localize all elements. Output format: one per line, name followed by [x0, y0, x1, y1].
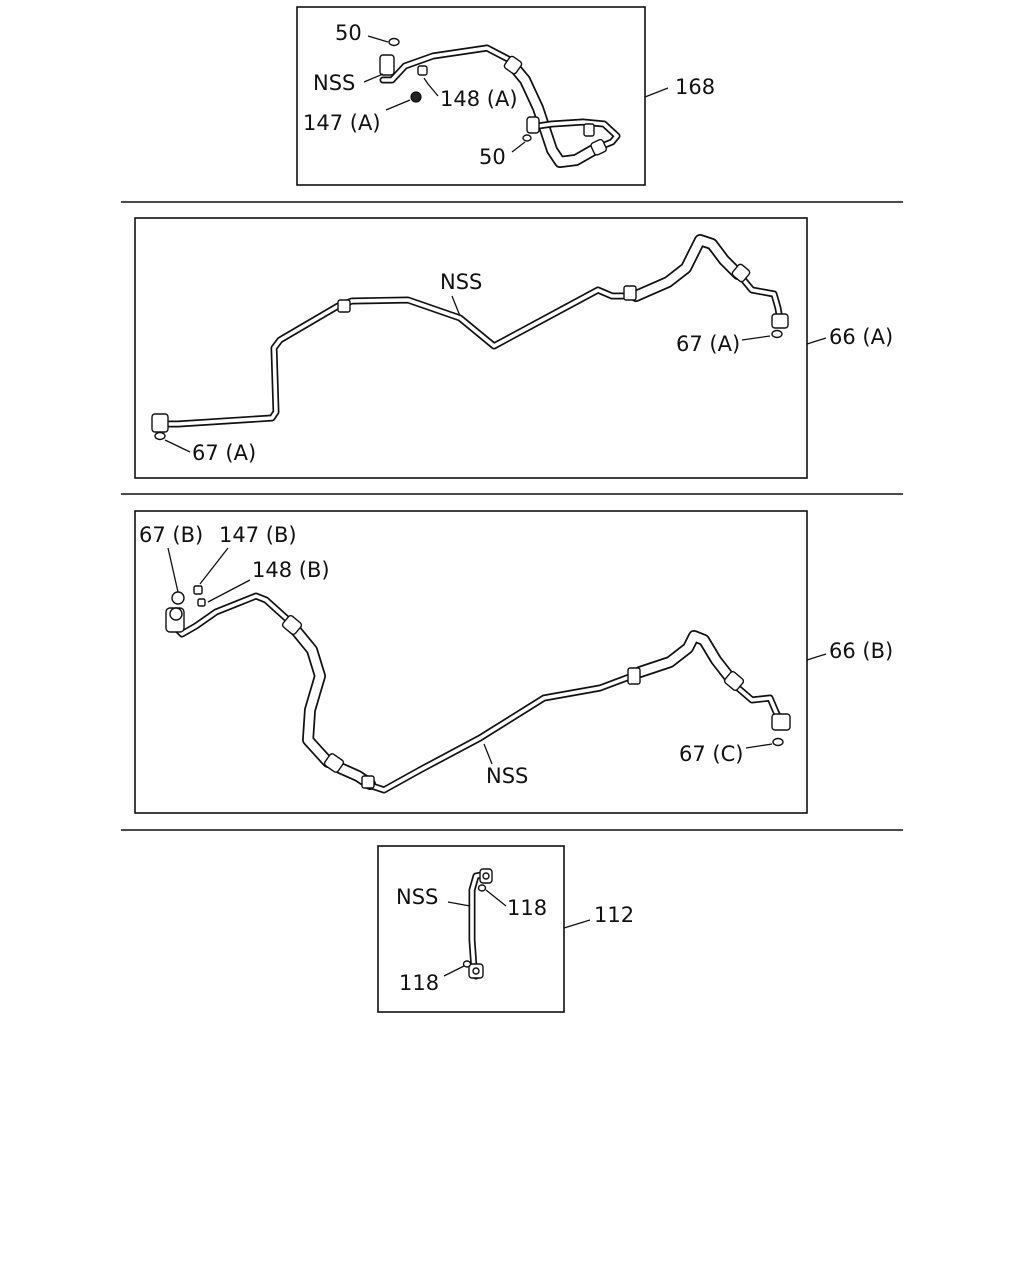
leader-line [745, 743, 773, 749]
pipe-assembly-66b [165, 585, 791, 794]
part-ref-66b: 66 (B) [829, 639, 893, 663]
leader-line [167, 547, 179, 593]
label-67a-right: 67 (A) [676, 332, 740, 356]
panel-168-frame [296, 6, 646, 186]
leader-line [806, 653, 827, 661]
label-nss: NSS [486, 764, 528, 788]
label-118-bottom: 118 [399, 971, 439, 995]
fitting-port [169, 607, 183, 621]
fitting-block [771, 313, 789, 329]
o-ring-part [388, 37, 400, 47]
label-nss: NSS [396, 885, 438, 909]
part-ref-112: 112 [594, 903, 634, 927]
panel-66b-frame [134, 510, 808, 814]
leader-line [483, 743, 493, 765]
leader-line [511, 141, 526, 153]
leader-line [367, 35, 389, 43]
hose-clamp [590, 138, 608, 156]
hose-clamp [323, 753, 345, 773]
panel-66b: 67 (B) 147 (B) 148 (B) NSS 67 (C) 66 (B) [134, 510, 893, 814]
label-nss: NSS [313, 71, 355, 95]
o-ring-part [771, 329, 783, 339]
leader-line [363, 73, 384, 83]
pipe-clip [337, 299, 351, 313]
label-67b: 67 (B) [139, 523, 203, 547]
panel-112: NSS 118 118 112 [377, 845, 634, 1013]
fitting-block [151, 413, 169, 433]
pipe-clip [361, 775, 375, 789]
fitting-block [379, 54, 395, 76]
pipe-clip [583, 123, 595, 137]
label-50-bottom: 50 [479, 145, 506, 169]
o-ring-part [477, 884, 487, 892]
o-ring-part [772, 737, 784, 747]
label-50-top: 50 [335, 21, 362, 45]
o-ring-part [522, 134, 532, 142]
pipe-clip [623, 285, 637, 301]
label-147a: 147 (A) [303, 111, 381, 135]
pipe-assembly-168 [379, 37, 621, 168]
panel-66a-frame [134, 217, 808, 479]
label-148b: 148 (B) [252, 558, 330, 582]
fitting-port [482, 872, 490, 880]
nut-part [410, 91, 422, 103]
pipe-clip [627, 667, 641, 685]
hose-clamp [281, 615, 303, 635]
leader-line [443, 965, 465, 977]
hose-clamp [723, 671, 745, 691]
panel-112-frame [377, 845, 565, 1013]
label-nss: NSS [440, 270, 482, 294]
label-67c: 67 (C) [679, 742, 743, 766]
label-67a-left: 67 (A) [192, 441, 256, 465]
leader-line [563, 919, 591, 929]
panel-66a: NSS 67 (A) 67 (A) 66 (A) [134, 217, 893, 479]
leader-line [741, 335, 771, 341]
nut-part [193, 585, 203, 595]
label-118-top: 118 [507, 896, 547, 920]
leader-line [199, 547, 229, 585]
leader-line [423, 77, 439, 97]
fitting-block [771, 713, 791, 731]
leader-line [164, 439, 191, 453]
panel-168: 50 NSS 148 (A) 147 (A) 50 168 [296, 6, 715, 186]
o-ring-part [462, 960, 472, 968]
pipe-assembly-112 [462, 868, 493, 980]
leader-line [451, 295, 461, 317]
pipe-assembly-66a [151, 234, 789, 441]
part-ref-168: 168 [675, 75, 715, 99]
part-ref-66a: 66 (A) [829, 325, 893, 349]
leader-line [385, 99, 411, 111]
leader-line [485, 889, 507, 907]
leader-line [644, 87, 669, 98]
leader-line [207, 579, 251, 603]
fitting-port [472, 967, 480, 975]
leader-line [447, 901, 471, 907]
leader-line [806, 337, 827, 345]
o-ring-part [171, 591, 185, 605]
hose-clamp [731, 263, 751, 283]
o-ring-part [154, 431, 166, 441]
washer-part [417, 65, 428, 76]
washer-part [197, 598, 206, 607]
label-147b: 147 (B) [219, 523, 297, 547]
label-148a: 148 (A) [440, 87, 518, 111]
fitting-block [526, 116, 540, 134]
hose-clamp [503, 55, 523, 75]
